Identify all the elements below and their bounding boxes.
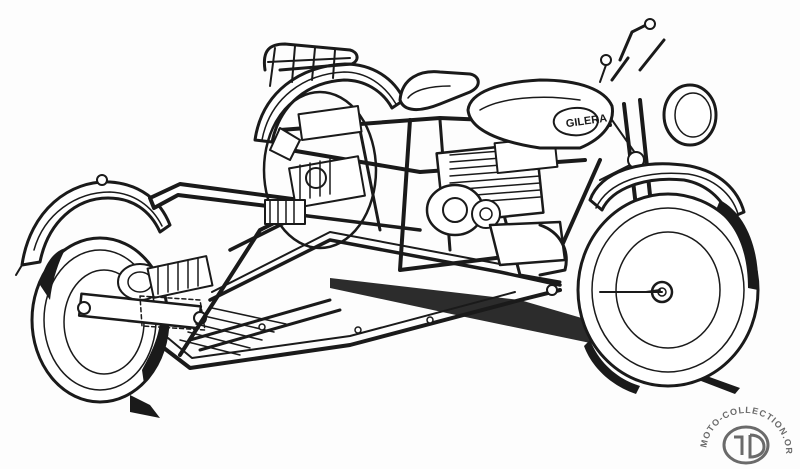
watermark-text: MOTO-COLLECTION.ORG (694, 389, 794, 455)
fuel-tank: GILERA (466, 54, 614, 150)
sidecar-mounts (264, 155, 366, 225)
watermark-logo: MOTO-COLLECTION.ORG (694, 389, 794, 465)
sidecar-hub (77, 255, 214, 331)
sidecar-chassis (148, 182, 562, 370)
tank-brand-label: GILERA (565, 113, 608, 131)
watermark-emblem-icon (722, 425, 770, 465)
front-wheel (576, 162, 760, 394)
seat (398, 70, 480, 111)
